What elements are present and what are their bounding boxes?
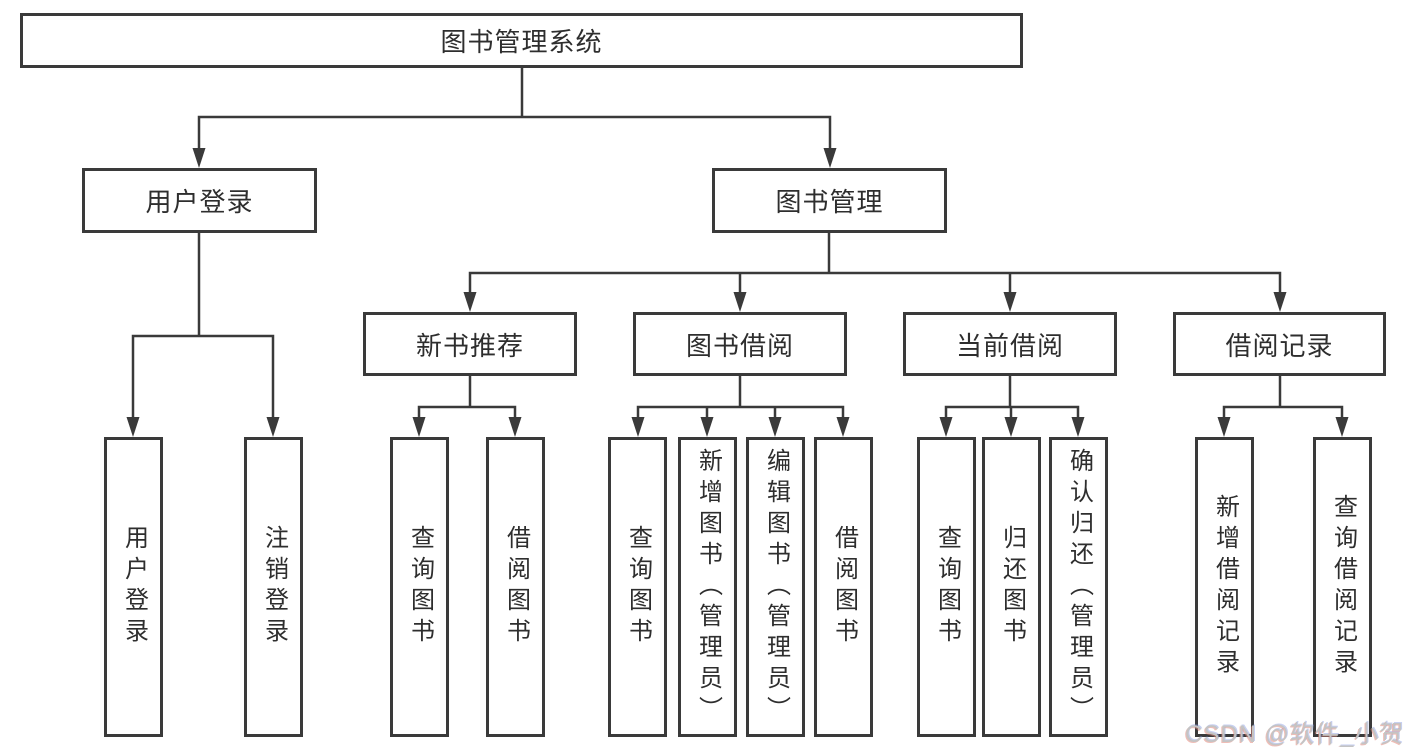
node-confirm-return-admin: 确认归还（管理员）	[1049, 437, 1108, 737]
node-return-book: 归还图书	[982, 437, 1041, 737]
node-label: 查询图书	[933, 525, 961, 649]
node-borrow-records: 借阅记录	[1173, 312, 1386, 376]
node-user-login: 用户登录	[104, 437, 163, 737]
node-label: 新书推荐	[415, 330, 524, 361]
node-query-books-current: 查询图书	[917, 437, 976, 737]
node-label: 查询图书	[624, 525, 652, 649]
node-label: 当前借阅	[955, 330, 1064, 361]
node-add-book-admin: 新增图书（管理员）	[678, 437, 737, 737]
node-label: 用户登录	[120, 525, 148, 649]
node-label: 借阅图书	[502, 525, 530, 649]
node-book-management: 图书管理	[712, 168, 947, 233]
node-label: 查询借阅记录	[1329, 494, 1357, 680]
node-label: 图书管理	[775, 187, 884, 217]
node-edit-book-admin: 编辑图书（管理员）	[746, 437, 805, 737]
node-book-management-system: 图书管理系统	[20, 13, 1023, 68]
node-label: 借阅图书	[830, 525, 858, 649]
node-label: 归还图书	[998, 525, 1026, 649]
node-book-borrow: 图书借阅	[633, 312, 847, 376]
node-query-books-recommend: 查询图书	[390, 437, 449, 737]
node-label: 图书管理系统	[440, 27, 603, 57]
node-new-book-recommend: 新书推荐	[363, 312, 577, 376]
node-add-borrow-record: 新增借阅记录	[1195, 437, 1254, 737]
node-label: 借阅记录	[1225, 330, 1334, 361]
node-label: 用户登录	[145, 187, 254, 217]
node-user-login-group: 用户登录	[82, 168, 317, 233]
node-label: 新增借阅记录	[1211, 494, 1239, 680]
node-borrow-books-recommend: 借阅图书	[486, 437, 545, 737]
node-logout: 注销登录	[244, 437, 303, 737]
node-query-borrow-record: 查询借阅记录	[1313, 437, 1372, 737]
node-label: 编辑图书（管理员）	[762, 447, 790, 727]
node-borrow-books: 借阅图书	[814, 437, 873, 737]
node-current-borrow: 当前借阅	[903, 312, 1117, 376]
node-label: 查询图书	[406, 525, 434, 649]
node-label: 注销登录	[260, 525, 288, 649]
node-query-books-borrow: 查询图书	[608, 437, 667, 737]
node-label: 确认归还（管理员）	[1065, 447, 1093, 727]
node-label: 新增图书（管理员）	[694, 447, 722, 727]
node-label: 图书借阅	[685, 330, 794, 361]
